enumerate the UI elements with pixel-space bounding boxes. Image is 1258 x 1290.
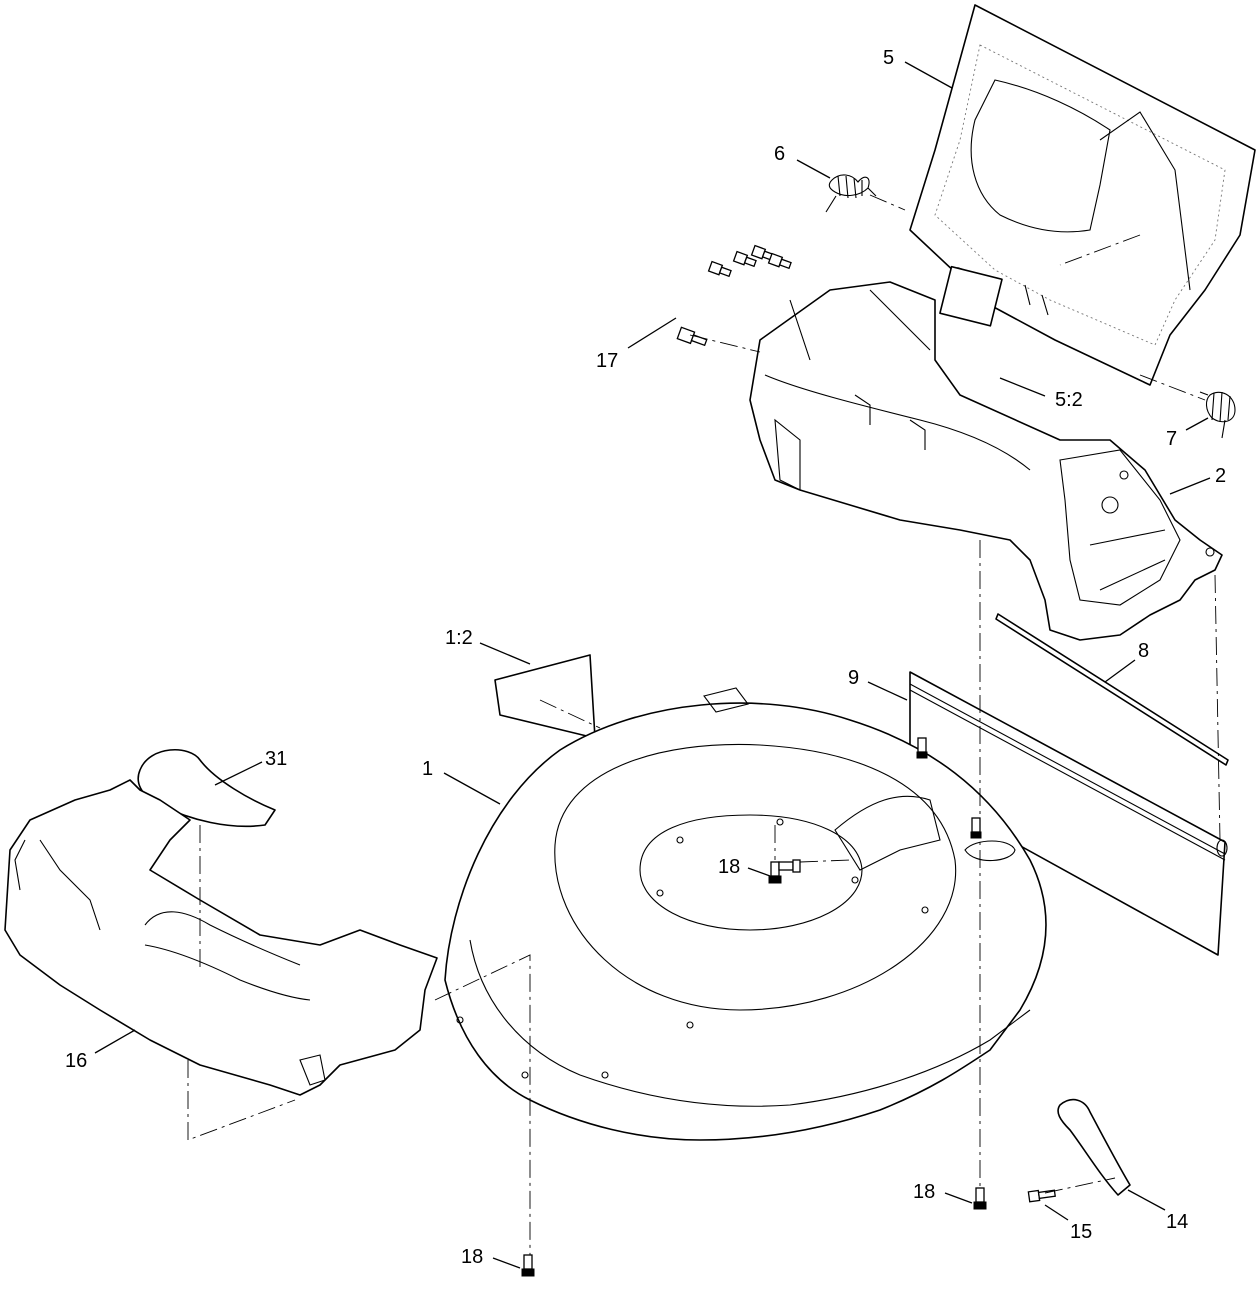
svg-text:6: 6 [774, 143, 785, 165]
front-housing-part-16 [4, 779, 438, 1096]
callout-16: 16 [65, 1029, 136, 1072]
callout-1: 1 [422, 758, 501, 805]
mower-deck-part-1 [444, 687, 1047, 1141]
hinge-rod-part-8 [995, 613, 1229, 766]
callout-1-2: 1:2 [445, 627, 531, 665]
bolt-part-18-shield-b [970, 817, 982, 839]
torsion-spring-part-6 [825, 174, 877, 213]
label-decal-part-5-2 [939, 265, 1003, 327]
svg-text:18: 18 [718, 856, 740, 878]
bolt-17 [676, 326, 708, 347]
svg-text:18: 18 [913, 1181, 935, 1203]
svg-text:14: 14 [1166, 1211, 1188, 1233]
callout-31: 31 [214, 748, 287, 786]
mulch-plug-part-14 [1057, 1098, 1131, 1196]
svg-text:18: 18 [461, 1246, 483, 1268]
bolt-part-18-front-lower [521, 1254, 535, 1277]
svg-text:8: 8 [1138, 640, 1149, 662]
rear-housing-part-2 [749, 281, 1223, 641]
callout-7: 7 [1166, 417, 1209, 450]
svg-text:1: 1 [422, 758, 433, 780]
torsion-spring-part-7 [1199, 391, 1236, 439]
svg-text:1:2: 1:2 [445, 627, 473, 649]
svg-text:7: 7 [1166, 428, 1177, 450]
bolt-part-18-rear-lower [973, 1187, 987, 1210]
svg-text:15: 15 [1070, 1221, 1092, 1243]
callout-14: 14 [1127, 1189, 1188, 1233]
callouts: 5 6 17 5:2 7 2 1:2 8 9 31 1 18 16 18 15 … [65, 47, 1226, 1269]
assembly-centerlines [187, 194, 1221, 1255]
svg-text:5:2: 5:2 [1055, 389, 1083, 411]
label-decal-part-1-2 [494, 654, 596, 739]
callout-18-center: 18 [718, 856, 771, 878]
screw-part-15 [1027, 1189, 1056, 1203]
rear-flap-part-5 [909, 4, 1256, 386]
svg-text:2: 2 [1215, 465, 1226, 487]
svg-text:16: 16 [65, 1050, 87, 1072]
bolt-cluster-part-17 [676, 244, 792, 347]
callout-17: 17 [596, 317, 677, 372]
callout-5-2: 5:2 [999, 377, 1083, 411]
callout-9: 9 [848, 667, 908, 701]
callout-6: 6 [774, 143, 831, 179]
svg-text:9: 9 [848, 667, 859, 689]
svg-text:17: 17 [596, 350, 618, 372]
bolt-part-18-side [778, 859, 801, 873]
callout-2: 2 [1169, 465, 1226, 495]
callout-8: 8 [1104, 640, 1149, 683]
callout-15: 15 [1044, 1204, 1092, 1243]
svg-text:5: 5 [883, 47, 894, 69]
callout-18-front: 18 [461, 1246, 521, 1269]
callout-5: 5 [883, 47, 953, 89]
callout-18-rear: 18 [913, 1181, 973, 1204]
svg-text:31: 31 [265, 748, 287, 770]
bolt-part-18-shield-a [916, 737, 928, 759]
